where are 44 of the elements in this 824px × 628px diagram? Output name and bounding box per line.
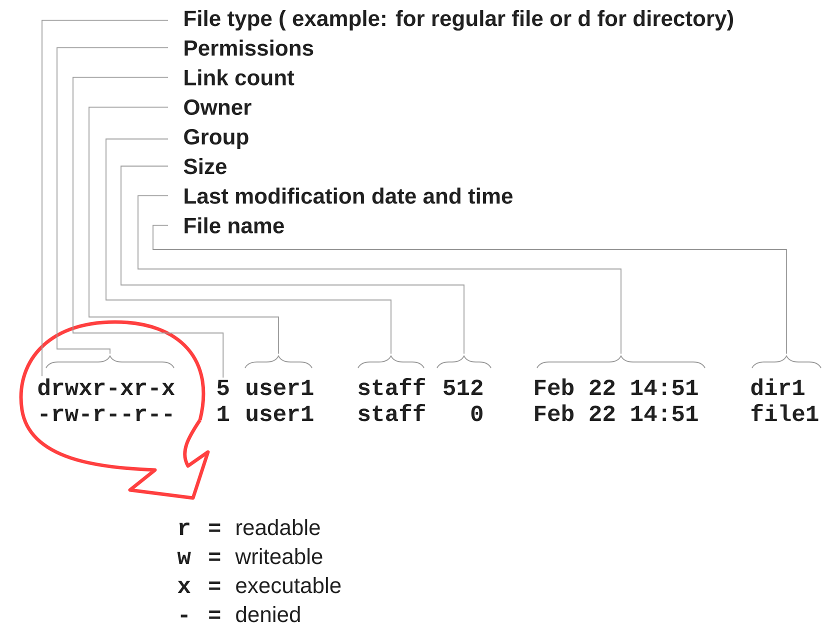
listing-text: Feb 22 14:51 [535, 404, 698, 422]
listing-text: staff [358, 404, 426, 422]
listing-text: 512 [444, 380, 482, 396]
listing-text: drwxr-xr-x [38, 378, 175, 396]
field-label: Link count [184, 69, 294, 86]
brace [358, 356, 424, 368]
leader-line [72, 76, 224, 378]
brace [46, 356, 174, 368]
leader-line [138, 195, 622, 354]
listing-text: 5 [217, 380, 229, 396]
equals-sign: = [209, 610, 220, 619]
field-label: Size [184, 158, 226, 174]
leader-line [120, 166, 464, 354]
field-label: File name [184, 217, 284, 234]
listing-text: -rw-r--r-- [40, 408, 172, 421]
permission-meaning: denied [236, 606, 300, 622]
permission-meaning: writeable [235, 548, 322, 564]
listing-text: file1 [752, 404, 818, 422]
brace [244, 356, 312, 368]
listing-text: 1 [218, 406, 230, 421]
listing-text: 0 [471, 406, 482, 422]
field-label: Permissions [184, 40, 314, 56]
brace [436, 356, 492, 368]
field-label: File type ( example: for regular file or d for directory) [184, 10, 733, 31]
leader-line [106, 138, 392, 354]
permission-letter: w [177, 552, 191, 564]
permission-meaning: readable [236, 519, 320, 536]
equals-sign: = [209, 582, 220, 590]
brace [536, 356, 706, 368]
leader-line [152, 224, 787, 354]
field-label: Last modification date and time [184, 188, 512, 204]
listing-text: staff [358, 378, 426, 396]
permission-meaning: executable [236, 577, 341, 594]
permission-letter: r [179, 522, 190, 535]
equals-sign: = [209, 552, 220, 561]
equals-sign: = [209, 524, 220, 532]
leader-line [56, 47, 168, 354]
field-label: Group [184, 129, 248, 149]
field-label: Owner [184, 99, 252, 116]
brace [752, 356, 822, 368]
leader-line [88, 106, 279, 354]
permission-letter: - [180, 614, 188, 618]
listing-text: user1 [246, 406, 314, 422]
permission-letter: x [178, 580, 190, 593]
